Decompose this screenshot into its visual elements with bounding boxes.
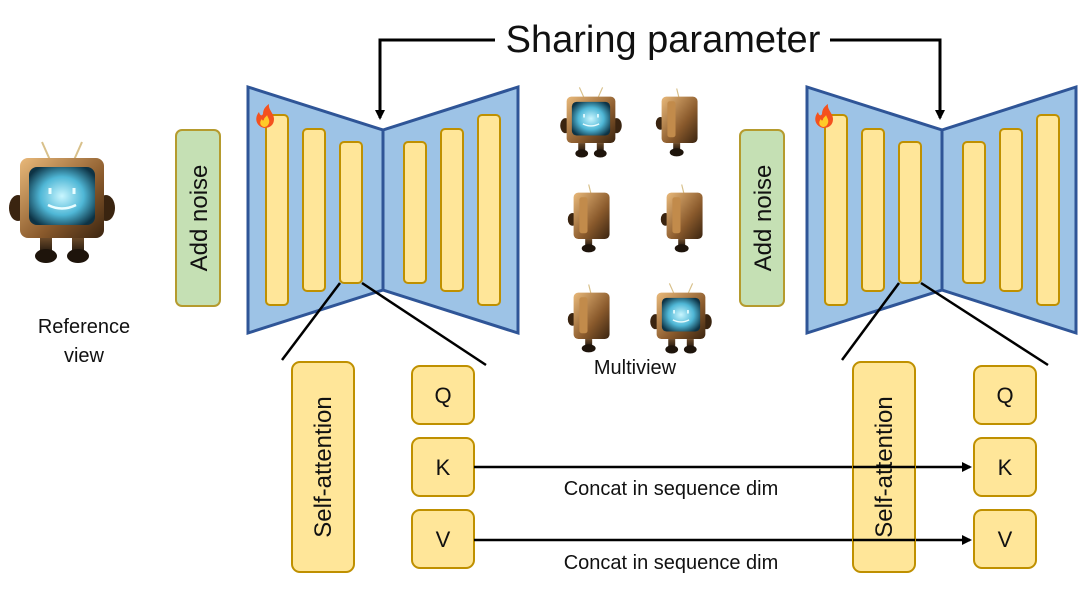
robot-tv-icon: [660, 183, 704, 253]
unet-left-block-4: [403, 141, 427, 284]
unet-right-block-1: [824, 114, 848, 306]
sharing-parameter-title: Sharing parameter: [506, 19, 821, 61]
robot-tv-icon: [7, 140, 117, 265]
k-label-right: K: [998, 455, 1013, 480]
add-noise-box-right: Add noise: [739, 129, 785, 307]
unet-right-block-6: [1036, 114, 1060, 306]
k-box-left: K: [411, 437, 475, 497]
concat-label-v: Concat in sequence dim: [564, 552, 779, 574]
concat-label-k: Concat in sequence dim: [564, 478, 779, 500]
v-label-right: V: [998, 527, 1013, 552]
zoom-line-right-b: [920, 281, 1049, 367]
robot-tv-icon: [567, 183, 611, 253]
k-box-right: K: [973, 437, 1037, 497]
robot-tv-icon: [655, 87, 699, 157]
unet-right-block-5: [999, 128, 1023, 292]
v-box-right: V: [973, 509, 1037, 569]
add-noise-label-right: Add noise: [750, 165, 777, 272]
unet-right-block-4: [962, 141, 986, 284]
self-attention-label-left: Self-attention: [310, 396, 337, 537]
unet-left-block-1: [265, 114, 289, 306]
robot-tv-icon: [567, 283, 611, 353]
zoom-line-right-a: [840, 282, 901, 361]
unet-right-block-2: [861, 128, 885, 292]
q-label-right: Q: [996, 383, 1013, 408]
k-label-left: K: [436, 455, 451, 480]
q-label-left: Q: [434, 383, 451, 408]
self-attention-box-left: Self-attention: [291, 361, 355, 573]
v-label-left: V: [436, 527, 451, 552]
add-noise-box-left: Add noise: [175, 129, 221, 307]
multiview-label: Multiview: [594, 357, 677, 379]
unet-left-block-6: [477, 114, 501, 306]
unet-left-block-3: [339, 141, 363, 284]
v-box-left: V: [411, 509, 475, 569]
reference-robot-image: [7, 140, 117, 265]
reference-view-label-line2: view: [64, 345, 105, 367]
q-box-right: Q: [973, 365, 1037, 425]
unet-right: [805, 84, 1078, 336]
robot-tv-icon: [649, 282, 713, 355]
reference-view-label-line1: Reference: [38, 316, 130, 338]
unet-left-block-2: [302, 128, 326, 292]
zoom-line-left-a: [281, 282, 341, 361]
zoom-line-left-b: [361, 281, 487, 367]
robot-tv-icon: [559, 86, 623, 159]
unet-left-block-5: [440, 128, 464, 292]
multiview-images: [559, 86, 713, 355]
sharing-connector-left: [375, 38, 495, 120]
unet-right-block-3: [898, 141, 922, 284]
sharing-connector-right: [830, 38, 945, 120]
q-box-left: Q: [411, 365, 475, 425]
add-noise-label-left: Add noise: [186, 165, 213, 272]
unet-left: [246, 84, 520, 336]
